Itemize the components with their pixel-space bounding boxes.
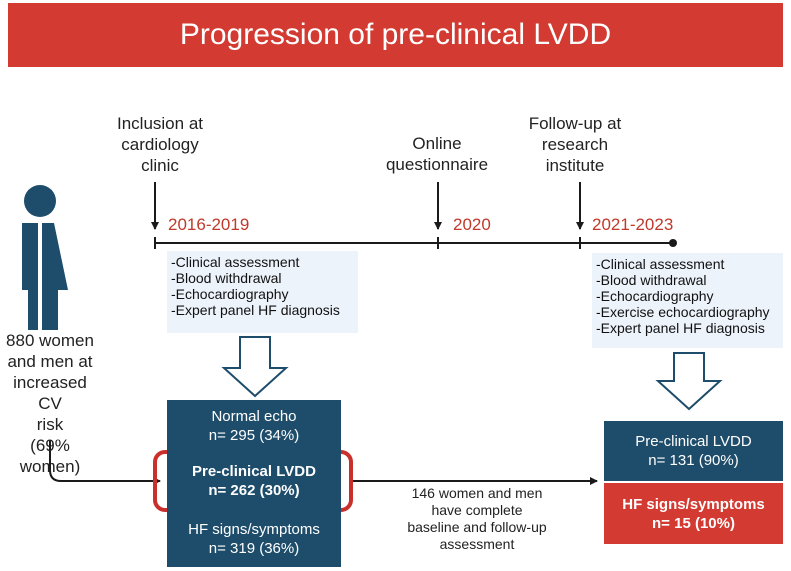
assessment-item: -Exercise echocardiography — [596, 304, 770, 320]
group-name: HF signs/symptoms — [622, 495, 765, 513]
title-banner: Progression of pre-clinical LVDD — [8, 3, 783, 67]
followup-group-hf-signs: HF signs/symptoms n= 15 (10%) — [604, 483, 783, 544]
transition-note-line: assessment — [439, 536, 515, 552]
year-label-followup: 2021-2023 — [592, 215, 674, 234]
followup-label-line: Follow-up at — [528, 114, 622, 133]
population-line: (69% women) — [19, 436, 81, 476]
group-name: Normal echo — [211, 408, 297, 425]
questionnaire-label-line: questionnaire — [385, 155, 489, 174]
questionnaire-label-line: Online — [412, 134, 462, 153]
assessment-item: -Clinical assessment — [171, 254, 300, 270]
transition-note-line: have complete — [431, 502, 523, 518]
followup-label-line: research — [541, 135, 609, 154]
group-name: Pre-clinical LVDD — [635, 433, 752, 450]
group-name: Pre-clinical LVDD — [192, 463, 316, 480]
inclusion-label-line: cardiology — [121, 135, 199, 154]
population-label: 880 women and men at increased CV risk (… — [0, 330, 100, 477]
followup-assessment-box: -Clinical assessment -Blood withdrawal -… — [592, 253, 783, 348]
group-count: n= 131 (90%) — [648, 452, 739, 469]
inclusion-label: Inclusion at cardiology clinic — [95, 113, 225, 176]
followup-group-preclinical-lvdd: Pre-clinical LVDD n= 131 (90%) — [604, 421, 783, 481]
transition-note-line: baseline and follow-up — [407, 519, 547, 535]
assessment-item: -Blood withdrawal — [596, 272, 707, 288]
followup-block-arrow — [655, 352, 723, 411]
inclusion-label-line: Inclusion at — [117, 114, 203, 133]
group-count: n= 262 (30%) — [208, 482, 300, 499]
women-men-icon — [22, 185, 68, 330]
followup-label-line: institute — [545, 156, 605, 175]
followup-label: Follow-up at research institute — [510, 113, 640, 176]
inclusion-label-line: clinic — [141, 156, 179, 175]
assessment-item: -Expert panel HF diagnosis — [171, 302, 340, 318]
group-divider — [604, 481, 783, 483]
group-count: n= 295 (34%) — [208, 427, 300, 444]
assessment-item: -Clinical assessment — [596, 256, 725, 272]
population-line: increased CV — [13, 373, 87, 413]
baseline-block-arrow — [221, 336, 289, 398]
year-label-baseline: 2016-2019 — [168, 215, 250, 234]
baseline-assessment-box: -Clinical assessment -Blood withdrawal -… — [167, 251, 358, 333]
group-count: n= 15 (10%) — [652, 514, 735, 532]
group-preclinical-lvdd: Pre-clinical LVDD n= 262 (30%) — [167, 452, 341, 510]
assessment-item: -Blood withdrawal — [171, 270, 282, 286]
timeline-end-dot — [669, 239, 677, 247]
transition-note-line: 146 women and men — [411, 485, 543, 501]
assessment-item: -Echocardiography — [171, 286, 289, 302]
group-hf-signs: HF signs/symptoms n= 319 (36%) — [167, 510, 341, 567]
population-line: 880 women — [6, 331, 94, 350]
assessment-item: -Echocardiography — [596, 288, 714, 304]
population-line: and men at — [7, 352, 93, 371]
group-count: n= 319 (36%) — [208, 539, 300, 557]
questionnaire-label: Online questionnaire — [372, 133, 502, 175]
group-normal-echo: Normal echo n= 295 (34%) — [167, 400, 341, 452]
followup-groups: Pre-clinical LVDD n= 131 (90%) HF signs/… — [604, 421, 783, 544]
baseline-groups: Normal echo n= 295 (34%) Pre-clinical LV… — [167, 400, 341, 567]
year-label-questionnaire: 2020 — [453, 215, 491, 234]
group-name: HF signs/symptoms — [188, 520, 320, 538]
transition-note: 146 women and men have complete baseline… — [372, 485, 582, 553]
population-line: risk — [36, 415, 64, 434]
assessment-item: -Expert panel HF diagnosis — [596, 320, 765, 336]
population-arrow — [49, 440, 161, 485]
page-title: Progression of pre-clinical LVDD — [179, 18, 612, 51]
